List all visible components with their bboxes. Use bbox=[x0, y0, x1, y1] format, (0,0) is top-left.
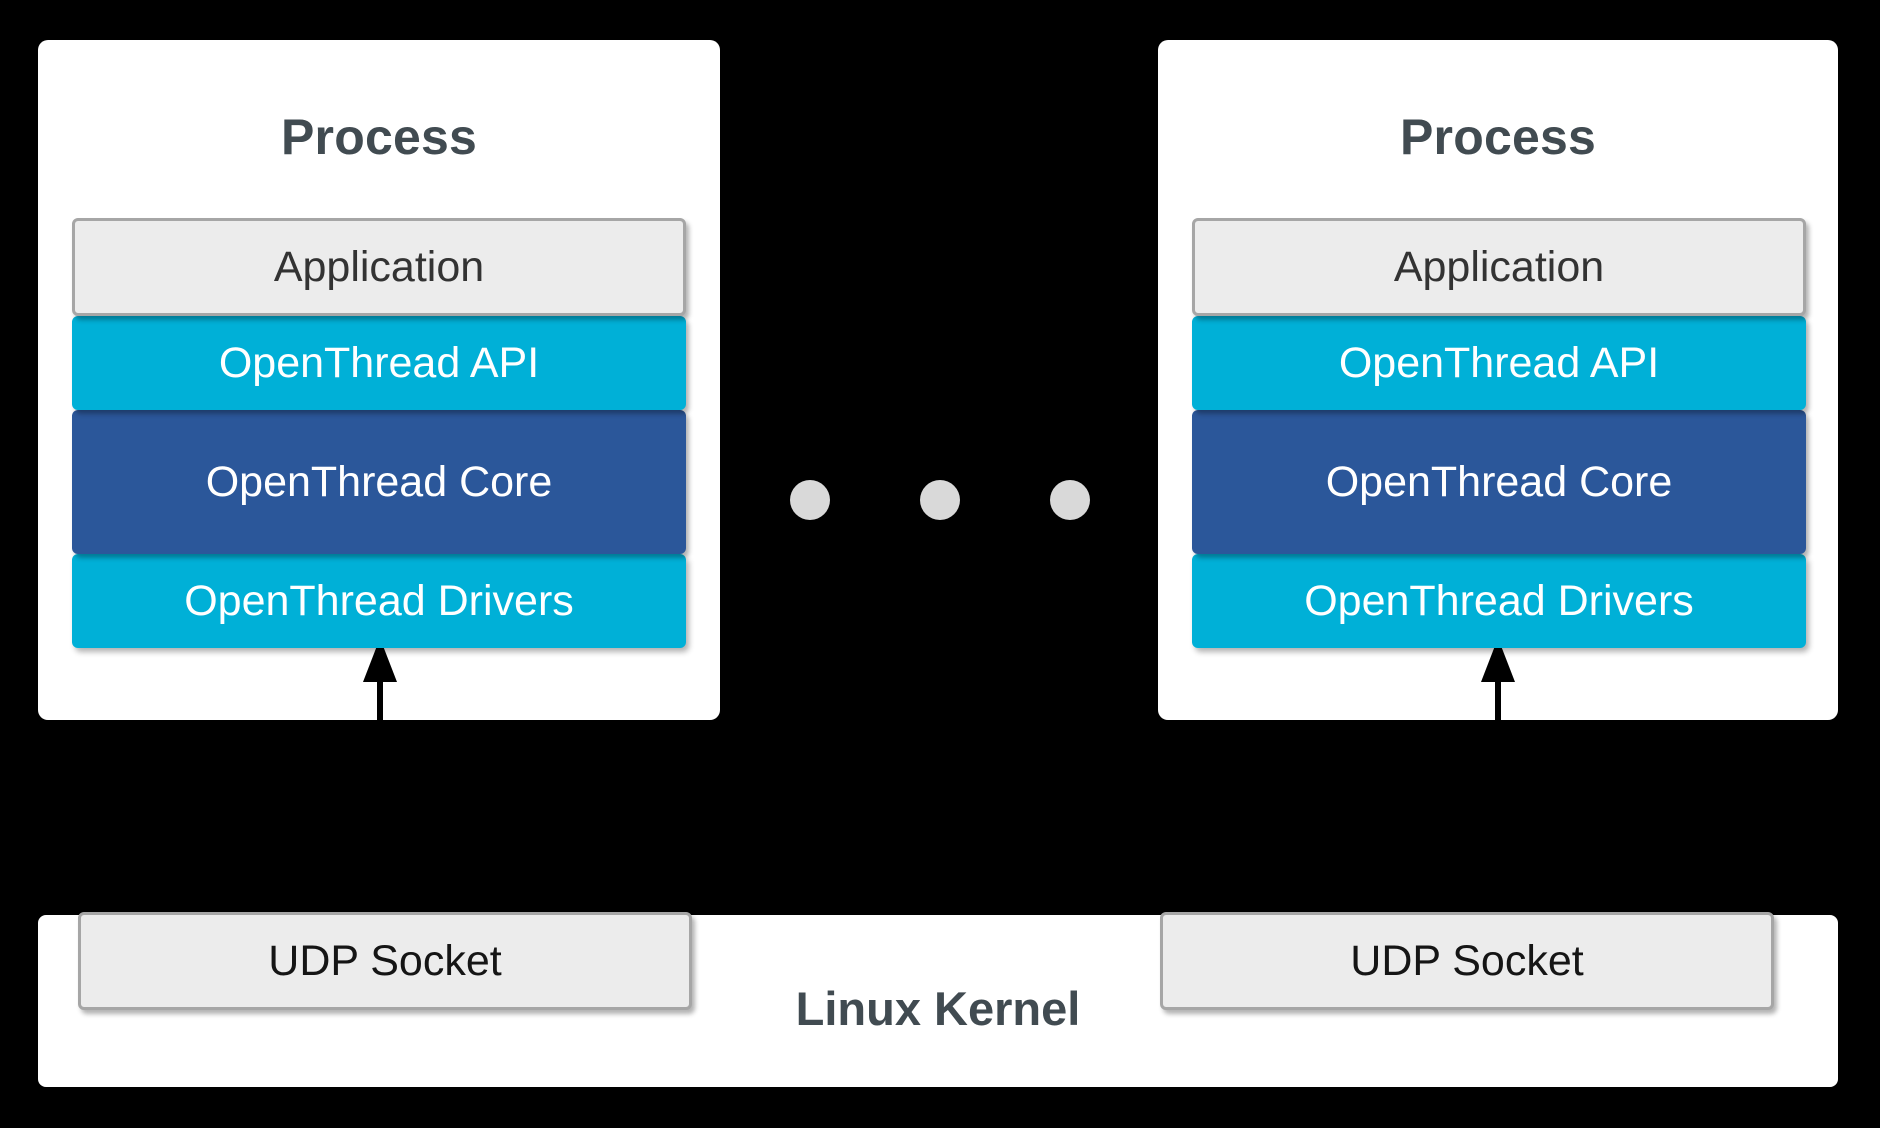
dot-icon bbox=[920, 480, 960, 520]
layer-openthread-core: OpenThread Core bbox=[1192, 410, 1806, 554]
layer-openthread-core: OpenThread Core bbox=[72, 410, 686, 554]
udp-socket-right: UDP Socket bbox=[1160, 912, 1774, 1010]
dot-icon bbox=[1050, 480, 1090, 520]
layer-openthread-drivers: OpenThread Drivers bbox=[1192, 554, 1806, 648]
process-title: Process bbox=[1400, 109, 1596, 165]
arrow-up-icon bbox=[363, 638, 397, 748]
linux-kernel-panel: Linux Kernel UDP Socket UDP Socket bbox=[38, 912, 1838, 1087]
layer-application: Application bbox=[1192, 218, 1806, 316]
process-title: Process bbox=[281, 109, 477, 165]
dot-icon bbox=[790, 480, 830, 520]
layer-stack: Application OpenThread API OpenThread Co… bbox=[72, 218, 686, 648]
process-panel-1: Process Application OpenThread API OpenT… bbox=[38, 40, 720, 720]
layer-openthread-api: OpenThread API bbox=[72, 316, 686, 410]
kernel-title: Linux Kernel bbox=[795, 982, 1081, 1035]
arrow-up-icon bbox=[1481, 638, 1515, 748]
layer-openthread-api: OpenThread API bbox=[1192, 316, 1806, 410]
layer-openthread-drivers: OpenThread Drivers bbox=[72, 554, 686, 648]
udp-socket-left: UDP Socket bbox=[78, 912, 692, 1010]
layer-stack: Application OpenThread API OpenThread Co… bbox=[1192, 218, 1806, 648]
process-panel-2: Process Application OpenThread API OpenT… bbox=[1158, 40, 1838, 720]
layer-application: Application bbox=[72, 218, 686, 316]
ellipsis-dots-icon bbox=[790, 480, 1090, 520]
